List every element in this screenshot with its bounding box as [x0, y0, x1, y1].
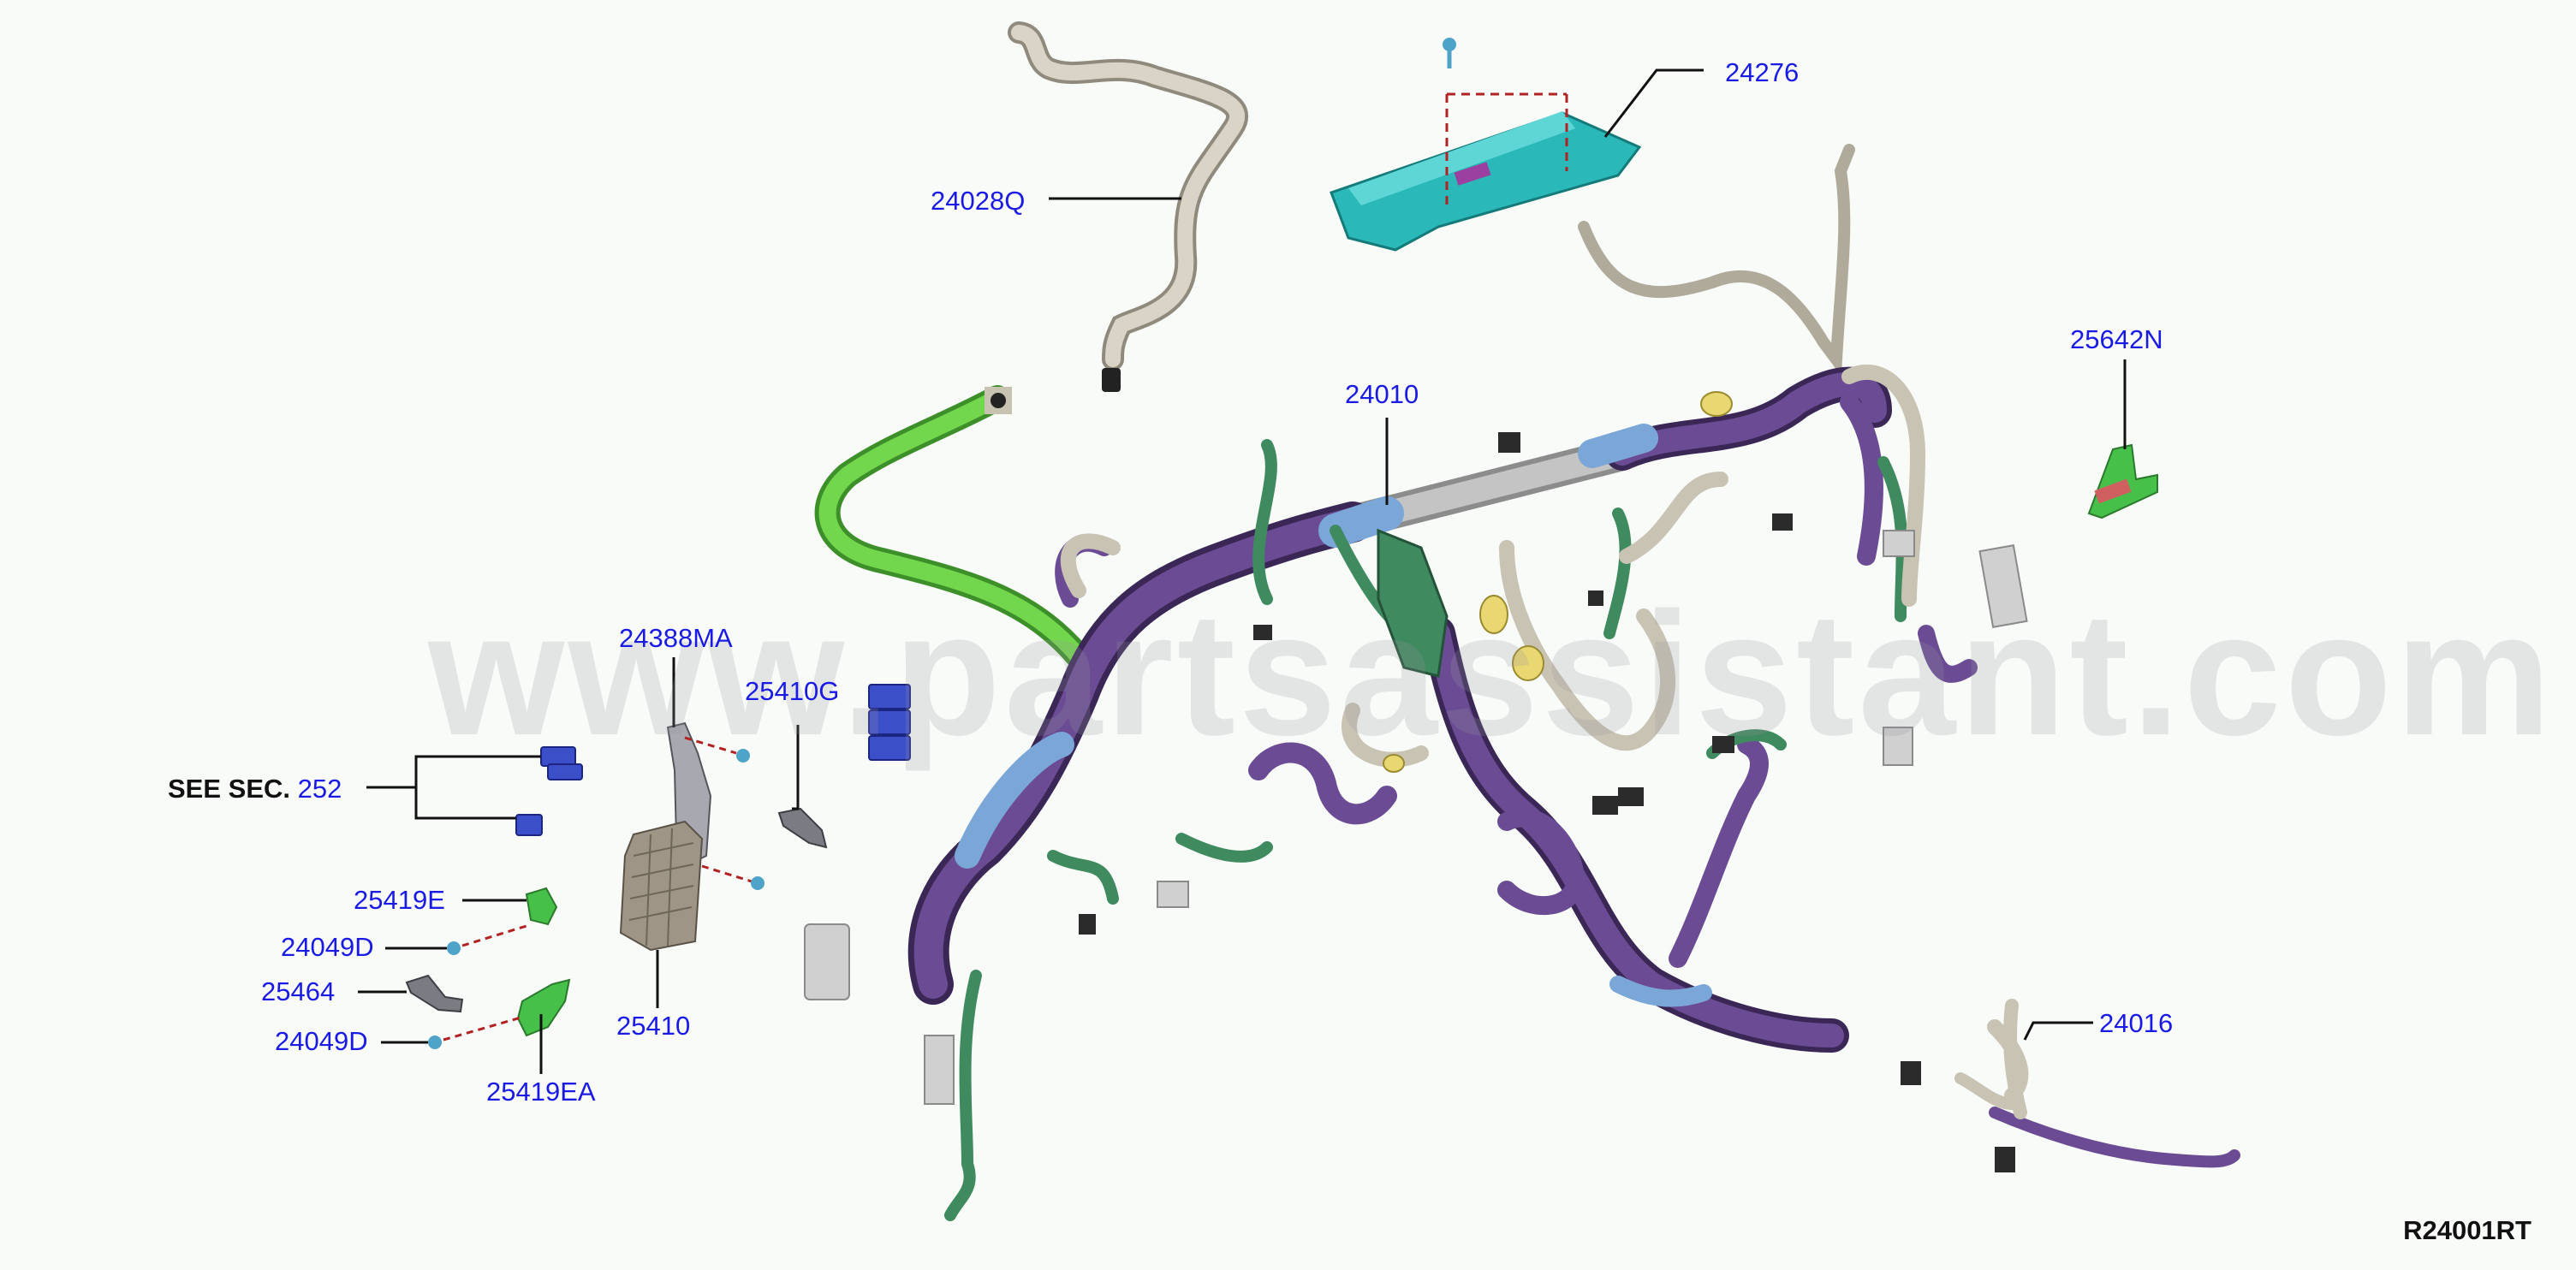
diagram-id: R24001RT — [2403, 1215, 2531, 1245]
watermark: www.partsassistant.com — [428, 576, 2555, 772]
bracket-25419e — [525, 887, 558, 926]
harness-24028q — [1008, 21, 1249, 392]
callout-25464[interactable]: 25464 — [261, 976, 336, 1006]
leader-lines — [358, 68, 2127, 1074]
see-section-prefix: SEE SEC. — [168, 774, 290, 804]
bracket-24276 — [1330, 38, 1642, 252]
callout-24010[interactable]: 24010 — [1345, 379, 1419, 409]
callout-25419e[interactable]: 25419E — [354, 885, 445, 915]
fuse-block-25410 — [619, 820, 764, 952]
bracket-25464 — [405, 974, 464, 1013]
see-section-reference: SEE SEC. 252 — [168, 775, 342, 802]
callout-24276[interactable]: 24276 — [1725, 57, 1800, 87]
callout-24016[interactable]: 24016 — [2099, 1008, 2174, 1038]
bolt-24049d-top — [447, 941, 461, 955]
callout-25419ea[interactable]: 25419EA — [486, 1077, 596, 1107]
callout-25410g[interactable]: 25410G — [745, 676, 840, 706]
bolt-24049d-bottom — [428, 1036, 442, 1049]
callout-25410[interactable]: 25410 — [616, 1011, 691, 1041]
cable-upper-right — [1578, 144, 1855, 377]
callout-24049d-top[interactable]: 24049D — [281, 932, 374, 962]
see-section-number[interactable]: 252 — [297, 774, 342, 804]
bracket-25642n — [2087, 443, 2158, 519]
harness-24016 — [1954, 999, 2240, 1168]
bracket-25419ea — [516, 978, 571, 1037]
callout-24388ma[interactable]: 24388MA — [619, 623, 733, 653]
callout-24028q[interactable]: 24028Q — [931, 186, 1026, 216]
connectors-see-sec-252 — [515, 684, 911, 836]
callout-24049d-bottom[interactable]: 24049D — [275, 1026, 368, 1056]
callout-25642n[interactable]: 25642N — [2070, 324, 2163, 354]
harness-24010 — [804, 365, 2029, 1221]
bracket-25410g — [777, 807, 828, 849]
